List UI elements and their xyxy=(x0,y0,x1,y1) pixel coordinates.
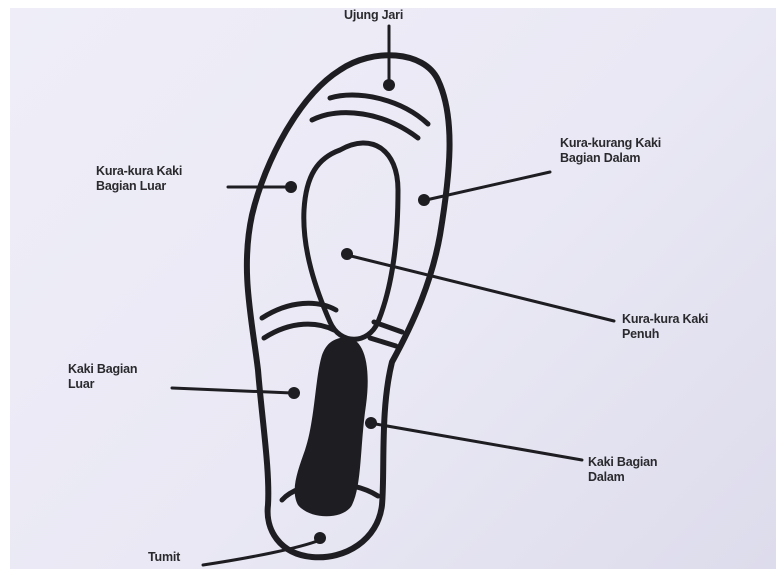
point-tumit xyxy=(314,532,326,544)
label-kaki-dalam: Kaki Bagian Dalam xyxy=(588,455,657,485)
band-right-lower xyxy=(370,338,396,346)
label-kura-penuh: Kura-kura Kaki Penuh xyxy=(622,312,708,342)
inner-sole-outline xyxy=(304,143,398,339)
point-kura-penuh xyxy=(341,248,353,260)
point-kaki-luar xyxy=(288,387,300,399)
point-ujung-jari xyxy=(383,79,395,91)
toe-arc-lower xyxy=(312,113,418,138)
band-left-lower xyxy=(264,324,334,338)
label-tumit: Tumit xyxy=(148,550,180,565)
label-ujung-jari: Ujung Jari xyxy=(344,8,403,23)
label-kura-dalam: Kura-kurang Kaki Bagian Dalam xyxy=(560,136,661,166)
label-kaki-luar: Kaki Bagian Luar xyxy=(68,362,137,392)
arch-filled-shape xyxy=(295,337,368,516)
leader-kaki-dalam xyxy=(370,423,582,460)
label-kura-luar: Kura-kura Kaki Bagian Luar xyxy=(96,164,182,194)
point-kaki-dalam xyxy=(365,417,377,429)
point-kura-luar xyxy=(285,181,297,193)
leader-kaki-luar xyxy=(172,388,292,393)
point-kura-dalam xyxy=(418,194,430,206)
